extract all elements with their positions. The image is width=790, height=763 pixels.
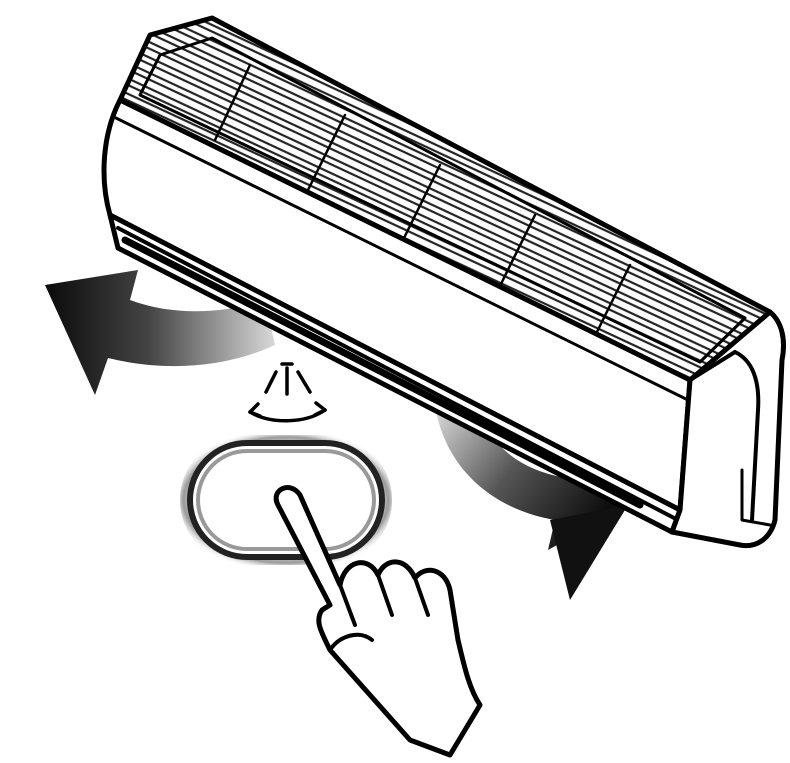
air-swing-icon [250,364,325,421]
